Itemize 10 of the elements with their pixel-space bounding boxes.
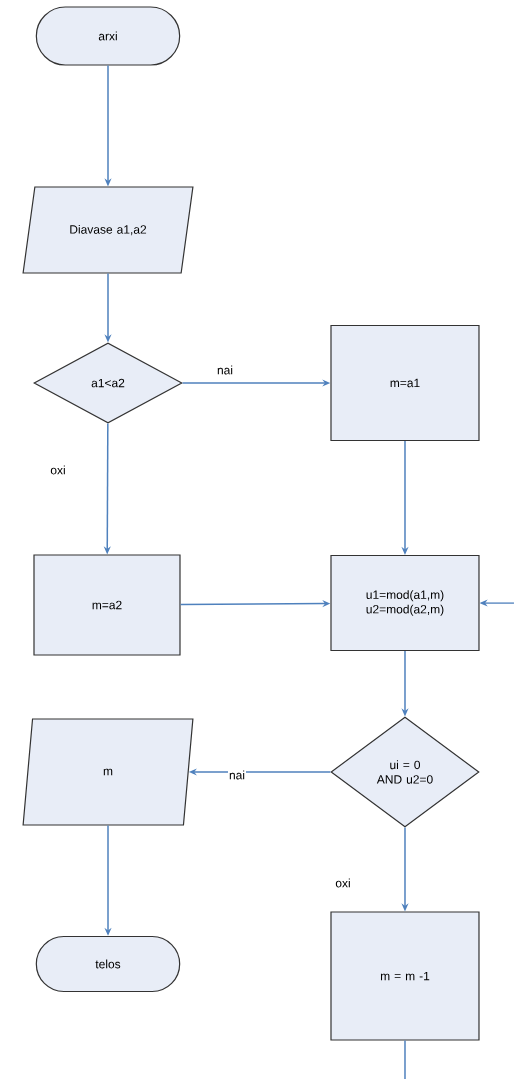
process-box: m = m -1 <box>330 911 480 1041</box>
input-output-parallelogram: m <box>22 718 194 826</box>
edge-label: oxi <box>334 877 352 889</box>
edge-label: nai <box>228 769 246 781</box>
edge-label: nai <box>216 364 234 376</box>
edge-label: oxi <box>49 464 67 476</box>
process-box: u1=mod(a1,m) u2=mod(a2,m) <box>330 554 480 652</box>
process-box: m=a1 <box>330 324 480 442</box>
input-output-parallelogram: Diavase a1,a2 <box>22 186 194 274</box>
process-box: m=a2 <box>33 554 181 656</box>
